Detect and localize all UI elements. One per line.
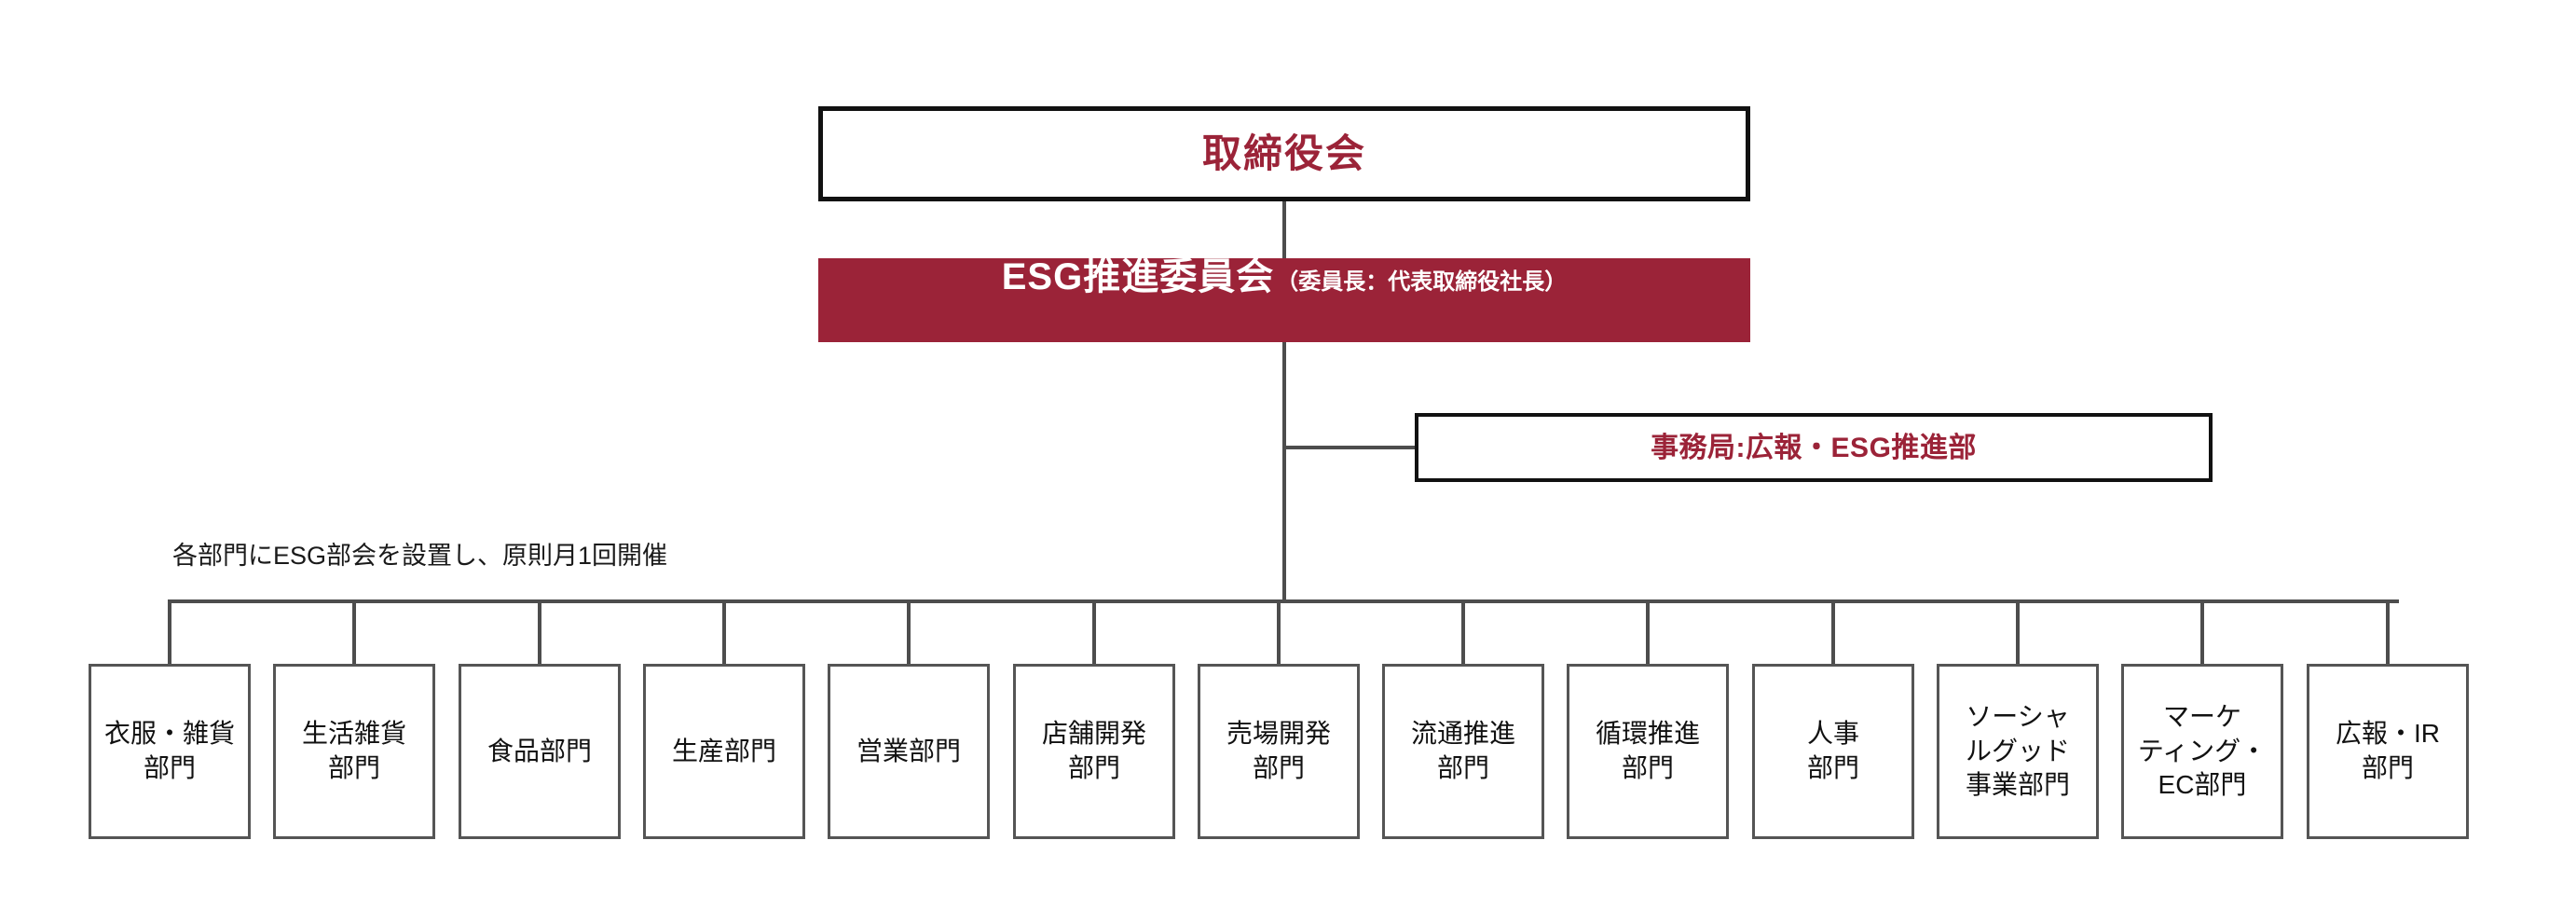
connector-drop-department <box>168 599 171 665</box>
connector-esg-trunk <box>1282 342 1286 602</box>
department-box: 生産部門 <box>643 664 805 839</box>
esg-committee-subtitle: （委員長：代表取締役社長） <box>1276 269 1568 295</box>
department-label: 広報・IR 部門 <box>2335 719 2440 782</box>
connector-department-bus <box>170 599 2399 603</box>
department-box: 営業部門 <box>828 664 990 839</box>
department-label: 売場開発 部門 <box>1226 719 1331 782</box>
connector-drop-department <box>1831 599 1835 665</box>
connector-drop-department <box>538 599 541 665</box>
connector-to-secretariat <box>1282 446 1418 449</box>
department-box: マーケ ティング・ EC部門 <box>2121 664 2283 839</box>
connector-drop-department <box>1277 599 1281 665</box>
connector-drop-department <box>2016 599 2020 665</box>
connector-drop-department <box>352 599 356 665</box>
secretariat-box: 事務局:広報・ESG推進部 <box>1415 413 2213 482</box>
secretariat-label: 事務局:広報・ESG推進部 <box>1651 432 1977 463</box>
connector-drop-department <box>1092 599 1096 665</box>
esg-committee-title: ESG推進委員会 <box>1001 256 1275 297</box>
connector-drop-department <box>2200 599 2204 665</box>
department-box: 店舗開発 部門 <box>1013 664 1175 839</box>
department-box: ソーシャ ルグッド 事業部門 <box>1937 664 2099 839</box>
connector-drop-department <box>2386 599 2390 665</box>
board-of-directors-label: 取締役会 <box>1201 131 1366 175</box>
department-label: 流通推進 部門 <box>1410 719 1515 782</box>
department-note-text: 各部門にESG部会を設置し、原則月1回開催 <box>172 542 668 570</box>
department-box: 人事 部門 <box>1752 664 1914 839</box>
department-label: 人事 部門 <box>1806 719 1859 782</box>
department-box: 広報・IR 部門 <box>2307 664 2469 839</box>
department-box: 流通推進 部門 <box>1382 664 1544 839</box>
connector-drop-department <box>1646 599 1650 665</box>
connector-drop-department <box>722 599 726 665</box>
connector-drop-department <box>1461 599 1465 665</box>
department-label: マーケ ティング・ EC部門 <box>2137 701 2268 800</box>
department-box: 生活雑貨 部門 <box>273 664 435 839</box>
department-label: 生活雑貨 部門 <box>301 719 406 782</box>
department-label: 営業部門 <box>856 736 961 765</box>
department-label: 食品部門 <box>486 736 592 765</box>
department-box: 売場開発 部門 <box>1198 664 1360 839</box>
department-label: 衣服・雑貨 部門 <box>103 719 235 782</box>
esg-committee-box: ESG推進委員会 （委員長：代表取締役社長） <box>818 258 1750 342</box>
board-of-directors-box: 取締役会 <box>818 106 1750 201</box>
connector-board-to-esg <box>1282 201 1286 259</box>
department-label: 循環推進 部門 <box>1595 719 1700 782</box>
department-label: ソーシャ ルグッド 事業部門 <box>1965 701 2070 800</box>
connector-drop-department <box>907 599 911 665</box>
department-label: 生産部門 <box>671 736 776 765</box>
department-box: 循環推進 部門 <box>1567 664 1729 839</box>
department-label: 店舗開発 部門 <box>1041 719 1146 782</box>
department-box: 食品部門 <box>459 664 621 839</box>
department-box: 衣服・雑貨 部門 <box>89 664 251 839</box>
